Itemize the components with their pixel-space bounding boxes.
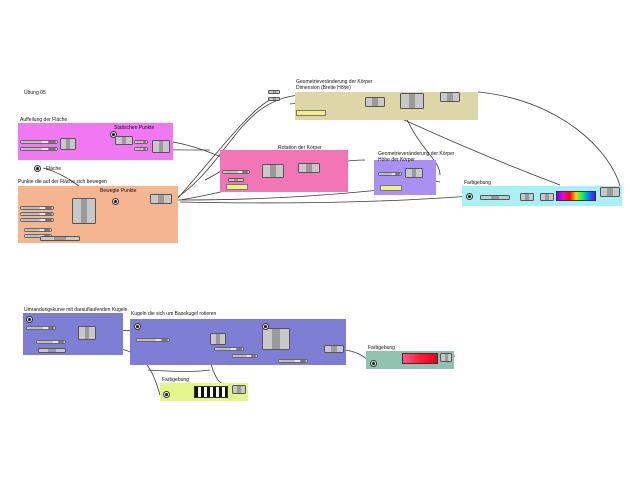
stripe-gradient[interactable] (194, 386, 228, 398)
rotation-output-component[interactable] (298, 163, 320, 173)
red-gradient[interactable] (402, 353, 438, 364)
group-title-flaeche: Fläche (46, 166, 62, 172)
group-title-kugeln: Kugeln die sich um Basekugel rotieren (131, 311, 217, 317)
merge-component[interactable] (150, 194, 172, 204)
points-component[interactable] (115, 136, 133, 145)
farbgebung1-preview[interactable] (600, 187, 620, 197)
slider-u[interactable] (20, 140, 58, 144)
group-title-umrandung: Umrandungskurve mit darauflaufenden Kuge… (24, 307, 128, 313)
timer-component[interactable] (40, 236, 80, 241)
group-title-farbgebung3: Farbgebung (162, 377, 189, 383)
farbgebung1-node[interactable] (520, 193, 534, 201)
slider-move-1[interactable] (20, 206, 54, 210)
geom2-component[interactable] (405, 168, 423, 178)
moving-param-icon[interactable] (112, 198, 119, 205)
group-title-bewegte-sub: Bewegte Punkte (100, 188, 137, 194)
kugeln-output-component[interactable] (324, 345, 344, 353)
farbgebung3-preview[interactable] (232, 385, 246, 394)
group-title-statisch: Statischen Punkte (114, 125, 155, 131)
geom1-scale-component[interactable] (365, 97, 385, 107)
wire (147, 369, 211, 372)
geom1-box-component[interactable] (400, 93, 424, 109)
panel-geom2[interactable] (380, 185, 402, 191)
flaeche-param-icon[interactable] (34, 165, 41, 172)
rainbow-gradient[interactable] (556, 191, 596, 201)
group-title-bewegte: Punkte die auf der Fläche sich bewegen (18, 179, 107, 185)
slider-umrandung-1[interactable] (26, 326, 56, 330)
farbgebung1-node-b[interactable] (540, 193, 554, 201)
evaluate-surface-component[interactable] (72, 198, 96, 224)
slider-kugeln-2[interactable] (214, 347, 244, 351)
wire (177, 189, 381, 201)
slider-static-b[interactable] (134, 147, 148, 151)
kugeln-rotate-component[interactable] (262, 328, 290, 350)
slider-kugeln-1[interactable] (136, 338, 170, 342)
umrandung-param-icon[interactable] (26, 316, 33, 323)
rotation-component[interactable] (262, 164, 284, 178)
rotation-timer[interactable] (228, 178, 244, 182)
farbgebung2-param-icon[interactable] (370, 360, 377, 367)
group-title-geometrie1: Geometrieveränderung der Körper Dimensio… (296, 79, 373, 91)
geom1-output-component[interactable] (440, 92, 460, 102)
static-output-component[interactable] (152, 140, 170, 153)
wire (477, 91, 621, 187)
slider-kugeln-3[interactable] (232, 354, 258, 358)
wire (179, 195, 471, 204)
group-title-geometrie2: Geometrieveränderung der Körper Höhe der… (378, 151, 455, 163)
farbgebung3-param-icon[interactable] (163, 391, 170, 398)
group-title-farbgebung1: Farbgebung (464, 180, 491, 186)
slider-move-3[interactable] (20, 218, 54, 222)
umrandung-timer[interactable] (38, 348, 66, 353)
kugeln-sphere-component[interactable] (210, 333, 226, 345)
group-title-rotation: Rotation der Körper (278, 145, 322, 151)
kugeln-param-icon[interactable] (134, 323, 141, 330)
wire (404, 114, 441, 176)
canvas-title: Übung 05 (24, 90, 46, 96)
slider-move-4[interactable] (24, 228, 52, 232)
slider-rotation[interactable] (222, 170, 250, 174)
kugeln-param-b-icon[interactable] (262, 323, 269, 330)
divide-surface-component[interactable] (60, 138, 76, 150)
umrandung-divide-component[interactable] (78, 326, 96, 340)
group-kugeln[interactable] (130, 319, 346, 365)
wire (177, 99, 271, 199)
slider-move-2[interactable] (20, 212, 54, 216)
panel-rotation[interactable] (226, 184, 248, 190)
group-title-auffeilung: Auffeilung der Fläche (20, 117, 68, 123)
geom1-node-b[interactable] (268, 97, 280, 101)
slider-v[interactable] (20, 147, 58, 151)
wire (399, 117, 561, 186)
group-title-farbgebung2: Farbgebung (368, 345, 395, 351)
slider-static-a[interactable] (134, 140, 148, 144)
surface-param-icon[interactable] (110, 131, 117, 138)
geom1-node-a[interactable] (268, 90, 280, 94)
farbgebung1-param-icon[interactable] (466, 193, 473, 200)
slider-kugeln-4[interactable] (278, 359, 308, 363)
slider-geom2[interactable] (378, 172, 402, 176)
panel-geom1[interactable] (296, 110, 326, 116)
slider-umrandung-2[interactable] (36, 340, 66, 344)
farbgebung1-gradient-input[interactable] (480, 195, 510, 200)
farbgebung2-preview[interactable] (440, 353, 452, 362)
